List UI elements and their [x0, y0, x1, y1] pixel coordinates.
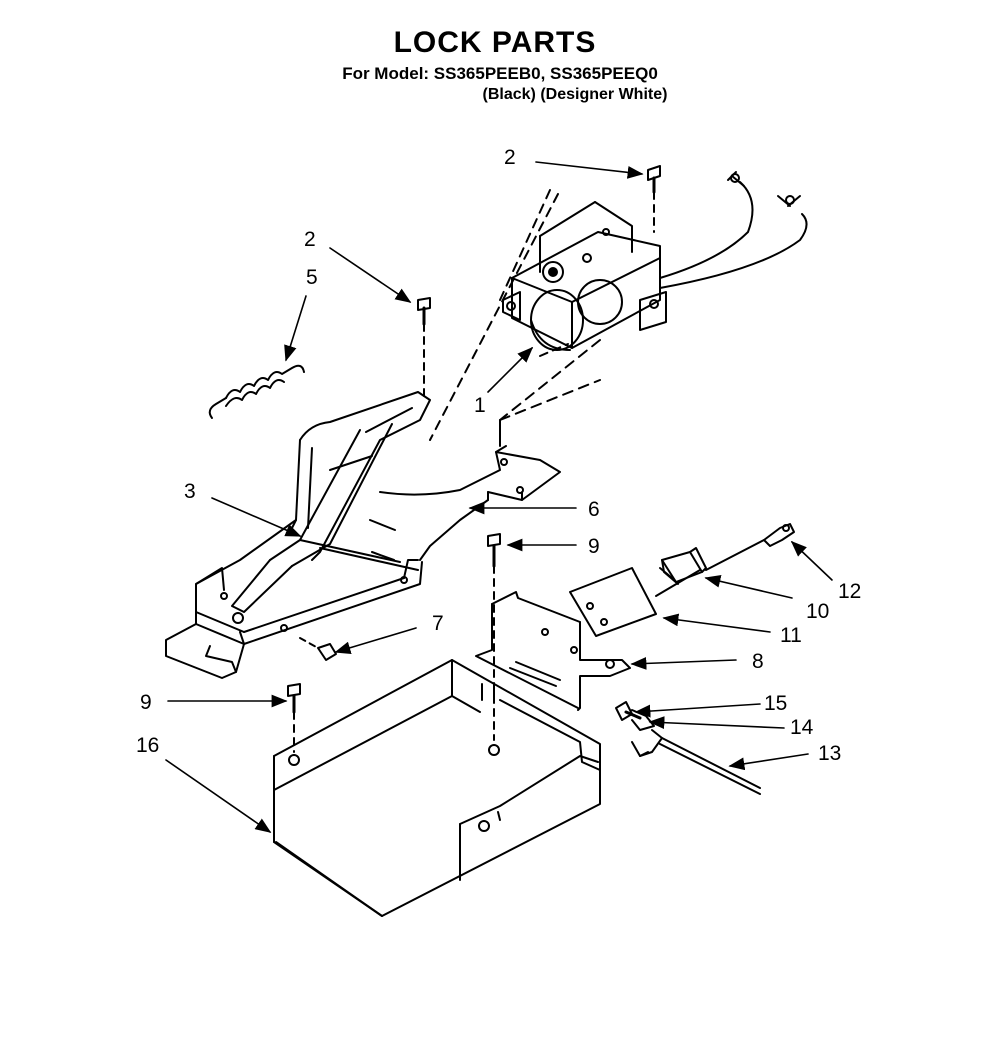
callout-2-top: 2 — [504, 146, 516, 169]
callout-6: 6 — [588, 498, 600, 521]
switch-plate — [569, 567, 657, 637]
screw-part-12 — [705, 523, 795, 571]
screw-part-9-lower — [287, 683, 301, 753]
mounting-bracket — [475, 591, 631, 711]
screw-top — [429, 165, 661, 441]
callout-12: 12 — [838, 580, 861, 603]
callout-7: 7 — [432, 612, 444, 635]
leader-lines — [165, 161, 833, 833]
callout-13: 13 — [818, 742, 841, 765]
lock-lever-bracket — [165, 379, 601, 679]
callout-labels: 1 2 2 3 5 6 7 8 9 9 10 11 12 13 14 15 16 — [136, 146, 861, 765]
lock-switch — [655, 547, 707, 597]
callout-1: 1 — [474, 394, 486, 417]
model-line: For Model: SS365PEEB0, SS365PEEQ0 — [342, 64, 658, 83]
callout-9-lower: 9 — [140, 691, 152, 714]
callout-8: 8 — [752, 650, 764, 673]
callout-5: 5 — [306, 266, 318, 289]
callout-11: 11 — [780, 624, 802, 647]
lock-rod-assembly — [615, 701, 761, 795]
callout-14: 14 — [790, 716, 814, 739]
lock-spring — [208, 364, 305, 419]
diagram-title: LOCK PARTS — [393, 26, 597, 59]
screw-part-7 — [299, 637, 337, 661]
callout-15: 15 — [764, 692, 787, 715]
callout-3: 3 — [184, 480, 196, 503]
callout-2-left: 2 — [304, 228, 316, 251]
lock-motor-assembly — [499, 171, 808, 421]
lock-box — [273, 659, 601, 917]
screw-part-9-upper — [487, 533, 501, 741]
callout-10: 10 — [806, 600, 829, 623]
callout-9-upper: 9 — [588, 535, 600, 558]
variant-line: (Black) (Designer White) — [482, 86, 668, 103]
callout-16: 16 — [136, 734, 159, 757]
screw-left — [417, 297, 431, 399]
